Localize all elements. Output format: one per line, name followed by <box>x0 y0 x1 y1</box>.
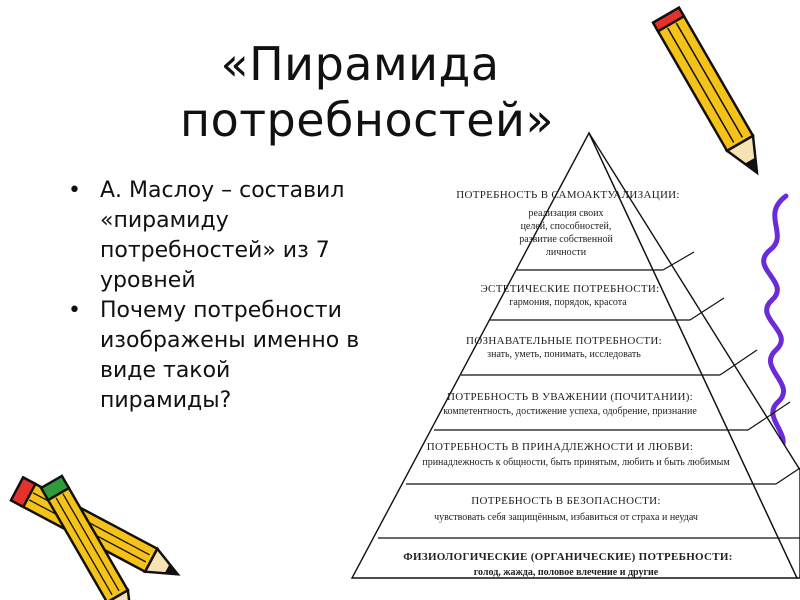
level-1-desc-line-4: личности <box>546 247 587 258</box>
bullet-list: • А. Маслоу – составил «пирамиду потребн… <box>62 176 392 416</box>
pyramid-level-4: ПОТРЕБНОСТЬ В УВАЖЕНИИ (ПОЧИТАНИИ): комп… <box>443 391 697 417</box>
page-title: «Пирамида потребностей» <box>180 36 555 148</box>
bullet-2-line-3: виде такой <box>100 358 231 383</box>
bullet-1-line-1: А. Маслоу – составил <box>100 178 345 203</box>
level-6-title: ПОТРЕБНОСТЬ В БЕЗОПАСНОСТИ: <box>471 495 660 507</box>
title-line-1: «Пирамида <box>220 37 500 91</box>
bullet-1-line-2: «пирамиду <box>100 208 229 233</box>
title-line-2: потребностей» <box>180 93 555 147</box>
level-5-title: ПОТРЕБНОСТЬ В ПРИНАДЛЕЖНОСТИ И ЛЮБВИ: <box>427 441 693 453</box>
bullet-2-line-2: изображены именно в <box>100 328 360 353</box>
bullet-1-line-4: уровней <box>100 268 196 293</box>
bullet-item-1: • А. Маслоу – составил «пирамиду потребн… <box>62 176 392 296</box>
pyramid-level-dividers <box>378 251 800 539</box>
pyramid-level-7: ФИЗИОЛОГИЧЕСКИЕ (ОРГАНИЧЕСКИЕ) ПОТРЕБНОС… <box>403 551 733 578</box>
bullet-2-line-1: Почему потребности <box>100 298 342 323</box>
pyramid-level-6: ПОТРЕБНОСТЬ В БЕЗОПАСНОСТИ: чувствовать … <box>434 495 698 523</box>
level-3-title: ПОЗНАВАТЕЛЬНЫЕ ПОТРЕБНОСТИ: <box>466 335 662 347</box>
level-1-desc-line-2: целей, способностей, <box>521 221 612 232</box>
bullet-dot-icon: • <box>68 298 81 323</box>
pyramid-level-1: ПОТРЕБНОСТЬ В САМОАКТУАЛИЗАЦИИ: реализац… <box>456 189 680 258</box>
level-1-desc-line-1: реализация своих <box>528 208 603 219</box>
level-3-desc-line-1: знать, уметь, понимать, исследовать <box>487 349 641 360</box>
bullet-dot-icon: • <box>68 178 81 203</box>
level-1-title: ПОТРЕБНОСТЬ В САМОАКТУАЛИЗАЦИИ: <box>456 189 680 201</box>
bullet-2-line-4: пирамиды? <box>100 388 232 413</box>
level-5-desc-line-1: принадлежность к общности, быть принятым… <box>422 457 730 468</box>
pyramid-level-2: ЭСТЕТИЧЕСКИЕ ПОТРЕБНОСТИ: гармония, поря… <box>481 283 660 308</box>
pencil-bottom-left-2-icon <box>39 474 134 600</box>
level-4-title: ПОТРЕБНОСТЬ В УВАЖЕНИИ (ПОЧИТАНИИ): <box>447 391 693 403</box>
level-1-desc-line-3: развитие собственной <box>519 234 613 245</box>
pyramid-level-5: ПОТРЕБНОСТЬ В ПРИНАДЛЕЖНОСТИ И ЛЮБВИ: пр… <box>422 441 730 468</box>
level-6-desc-line-1: чувствовать себя защищённым, избавиться … <box>434 512 698 523</box>
level-4-desc-line-1: компетентность, достижение успеха, одобр… <box>443 406 697 417</box>
level-7-title: ФИЗИОЛОГИЧЕСКИЕ (ОРГАНИЧЕСКИЕ) ПОТРЕБНОС… <box>403 551 733 563</box>
bullet-item-2: • Почему потребности изображены именно в… <box>62 296 392 416</box>
pencil-top-right-icon <box>651 5 759 176</box>
level-2-desc-line-1: гармония, порядок, красота <box>509 297 627 308</box>
level-2-title: ЭСТЕТИЧЕСКИЕ ПОТРЕБНОСТИ: <box>481 283 660 295</box>
level-7-desc-line-1: голод, жажда, половое влечение и другие <box>474 567 659 578</box>
pyramid-level-3: ПОЗНАВАТЕЛЬНЫЕ ПОТРЕБНОСТИ: знать, уметь… <box>466 335 662 360</box>
bullet-1-line-3: потребностей» из 7 <box>100 238 330 263</box>
